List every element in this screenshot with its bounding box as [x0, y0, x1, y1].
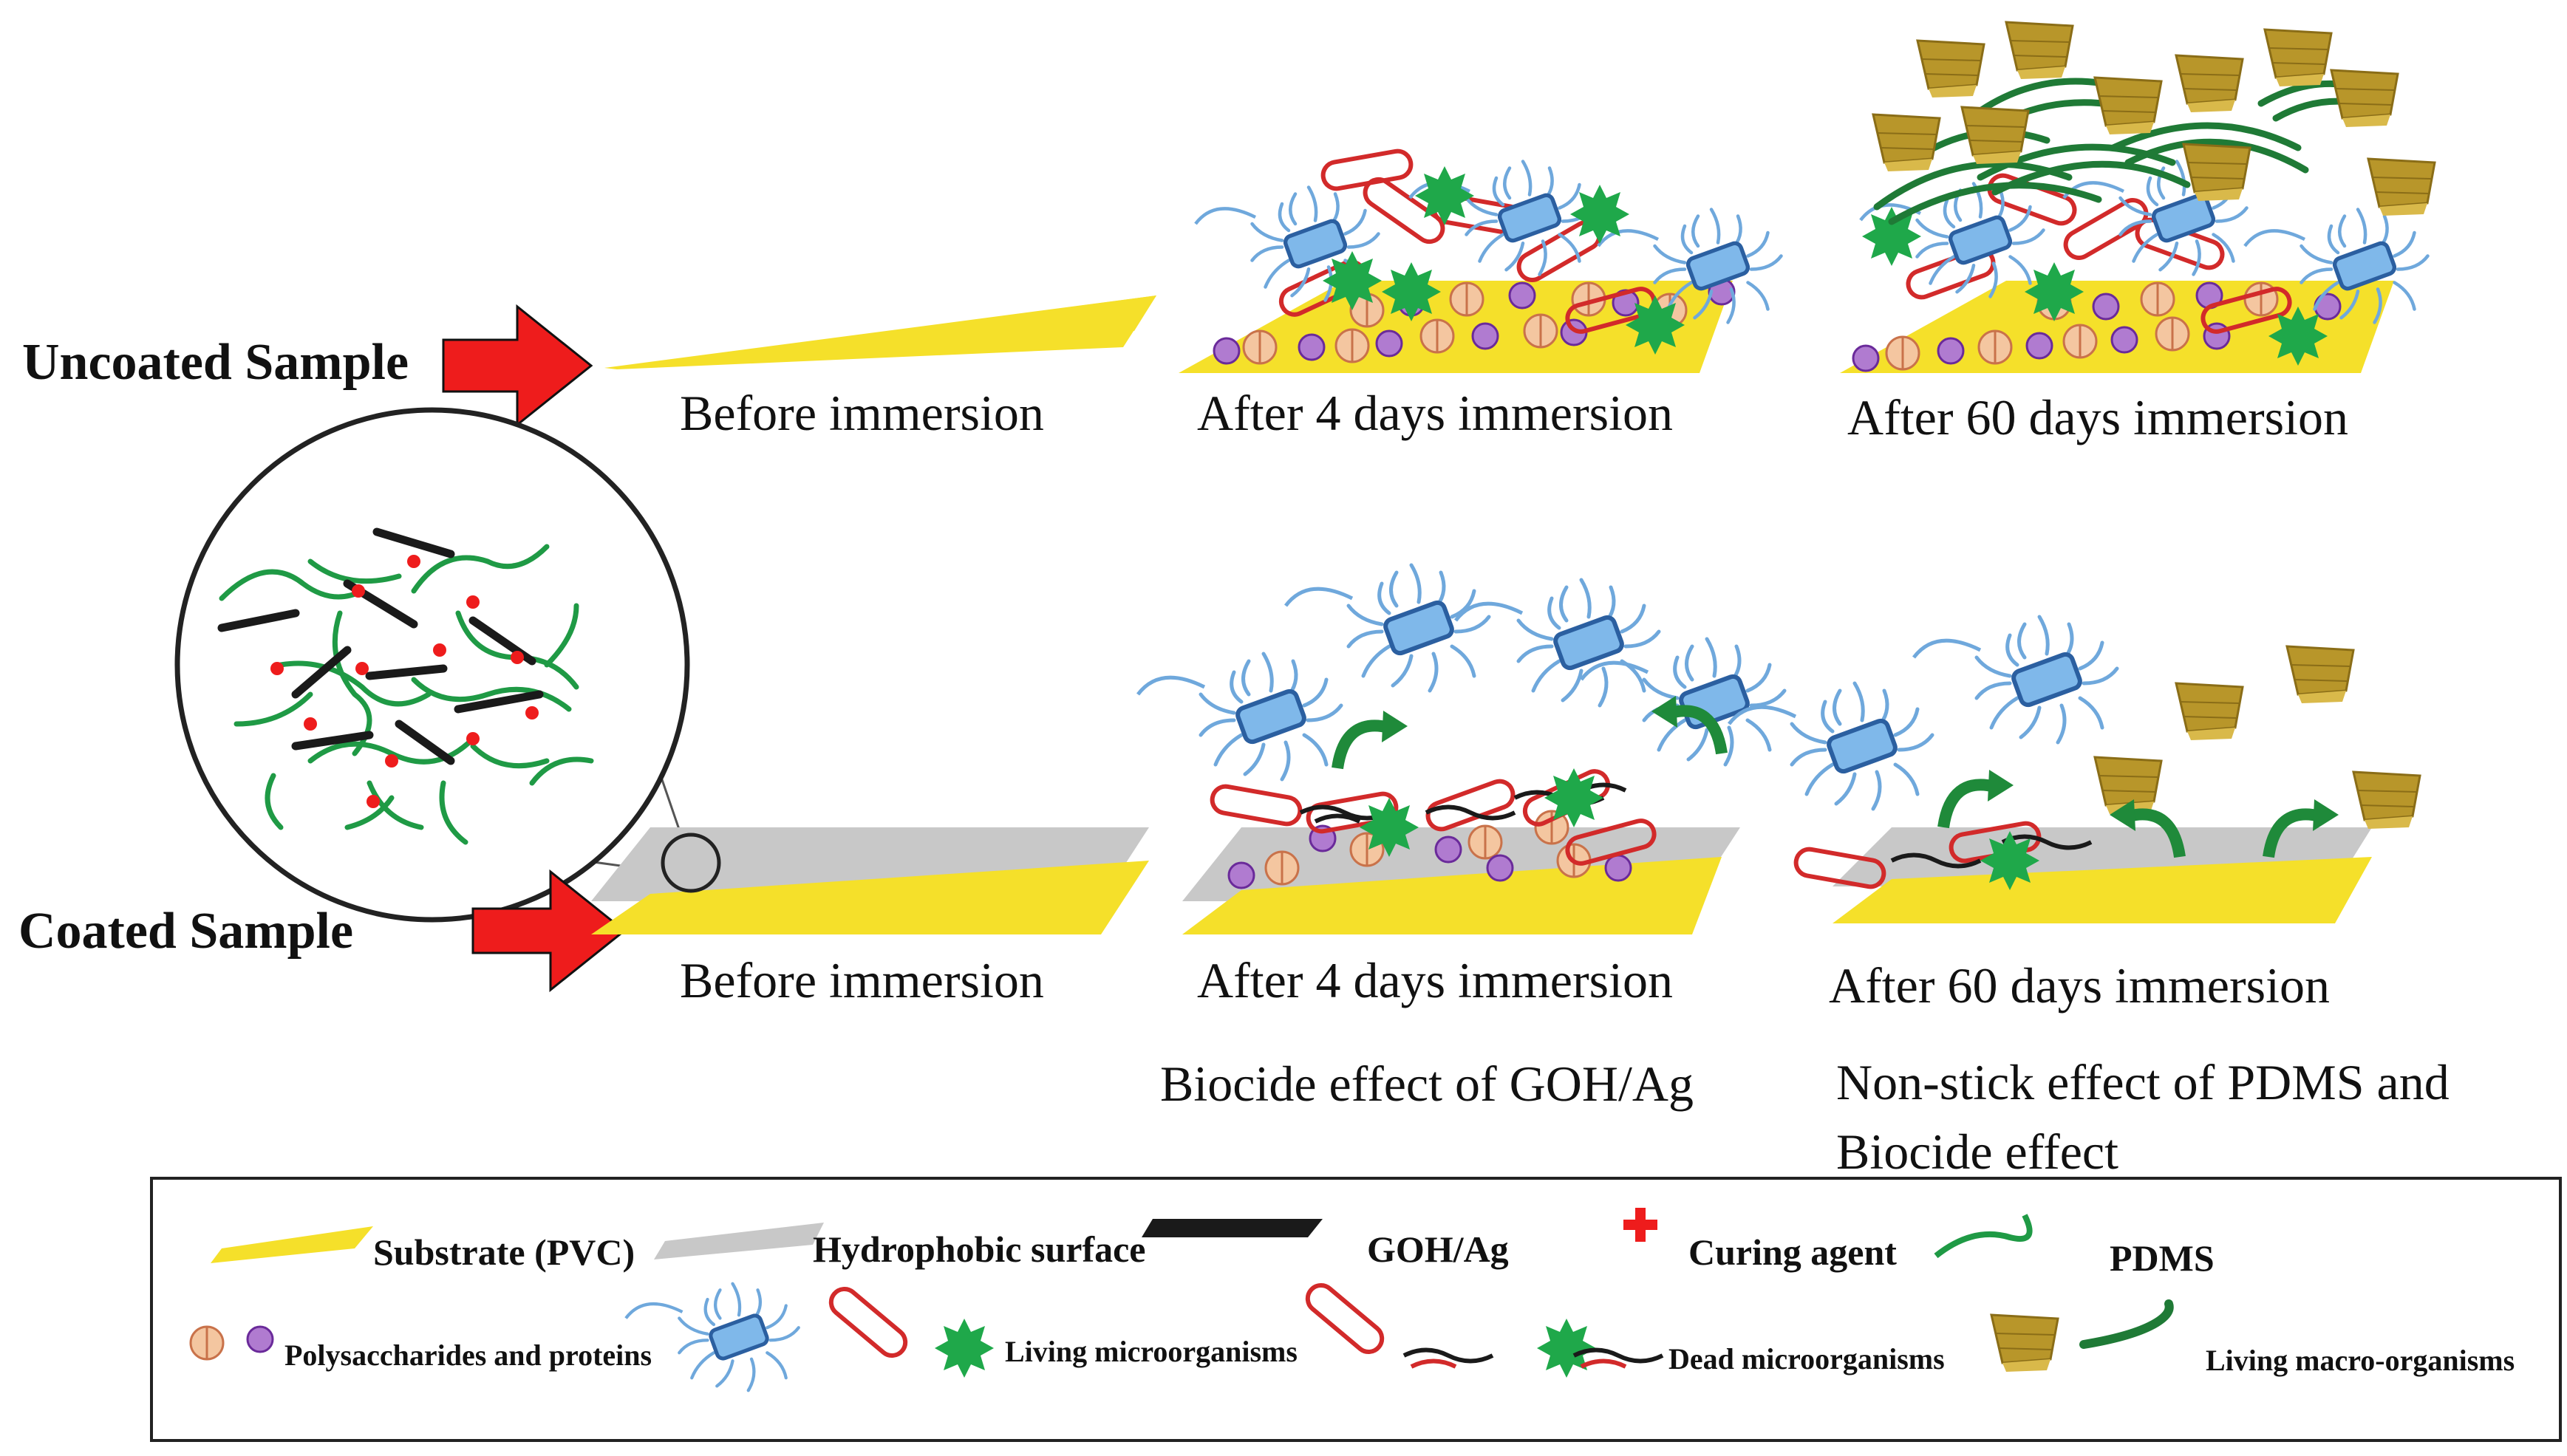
legend-substrate-swatch [211, 1226, 373, 1263]
legend-curing-agent-icon [1623, 1208, 1657, 1242]
legend-pdms-swatch [1934, 1214, 2033, 1259]
legend-pdms-label: PDMS [2110, 1237, 2215, 1279]
uncoated-sample-label: Uncoated Sample [22, 334, 409, 391]
uncoated-60days-label: After 60 days immersion [1847, 389, 2348, 445]
coated-4days-label: After 4 days immersion [1197, 952, 1673, 1008]
nonstick-effect-label-1: Non-stick effect of PDMS and [1836, 1054, 2450, 1110]
legend-dead-micro-icon [1537, 1319, 1664, 1378]
uncoated-before-label: Before immersion [680, 385, 1044, 441]
uncoated-red-arrow [442, 304, 593, 428]
legend-polysaccharides-label: Polysaccharides and proteins [284, 1339, 652, 1372]
coated-biofilm-60-days [1729, 617, 2421, 923]
legend-goh-ag-swatch [1142, 1219, 1323, 1237]
legend-living-macro-label: Living macro-organisms [2206, 1344, 2515, 1377]
legend-macro-worm-icon [2079, 1299, 2174, 1349]
coated-red-arrow [471, 869, 627, 993]
nonstick-effect-label-2: Biocide effect [1836, 1124, 2118, 1180]
legend: Substrate (PVC) Hydrophobic surface GOH/… [150, 1177, 2562, 1442]
legend-dead-diatom-icon [1302, 1280, 1494, 1369]
legend-living-micro-label: Living microorganisms [1005, 1335, 1298, 1368]
legend-substrate-label: Substrate (PVC) [373, 1231, 635, 1273]
legend-hydrophobic-swatch [654, 1223, 824, 1260]
legend-dead-micro-label: Dead microorganisms [1668, 1342, 1945, 1375]
legend-goh-ag-label: GOH/Ag [1367, 1228, 1509, 1270]
legend-curing-label: Curing agent [1688, 1231, 1897, 1273]
coating-magnified-view [174, 407, 692, 923]
coated-sample-label: Coated Sample [18, 903, 353, 960]
coated-before-label: Before immersion [680, 952, 1044, 1008]
coated-biofilm-4-days [1138, 565, 1784, 934]
biocide-effect-label: Biocide effect of GOH/Ag [1160, 1056, 1694, 1112]
uncoated-biofilm-4-days [1179, 149, 1782, 373]
uncoated-biofilm-60-days [1840, 21, 2436, 373]
coated-substrate-before [591, 827, 1149, 934]
coated-60days-label: After 60 days immersion [1829, 957, 2330, 1014]
uncoated-4days-label: After 4 days immersion [1197, 385, 1673, 441]
legend-hydrophobic-label: Hydrophobic surface [813, 1228, 1146, 1270]
